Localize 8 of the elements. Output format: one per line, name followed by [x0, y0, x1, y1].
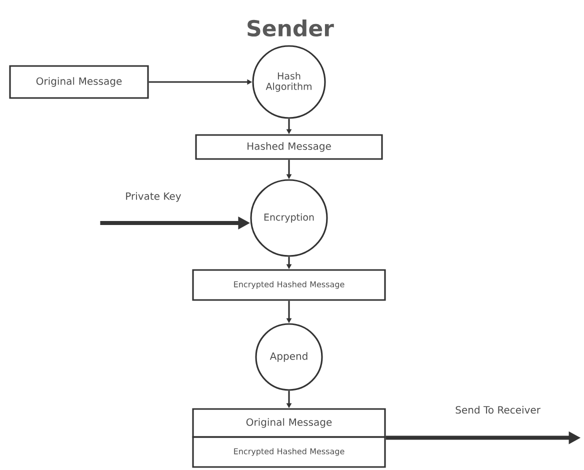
process-box: Original Message — [9, 65, 149, 99]
process-box: Hashed Message — [195, 134, 383, 160]
edge-label: Send To Receiver — [454, 404, 542, 415]
process-box: Encrypted Hashed Message — [192, 269, 386, 301]
title: Sender — [248, 19, 334, 36]
edge-label: Private Key — [124, 191, 182, 203]
process-box: Original Message — [192, 408, 386, 438]
process-box: Encrypted Hashed Message — [192, 436, 386, 468]
